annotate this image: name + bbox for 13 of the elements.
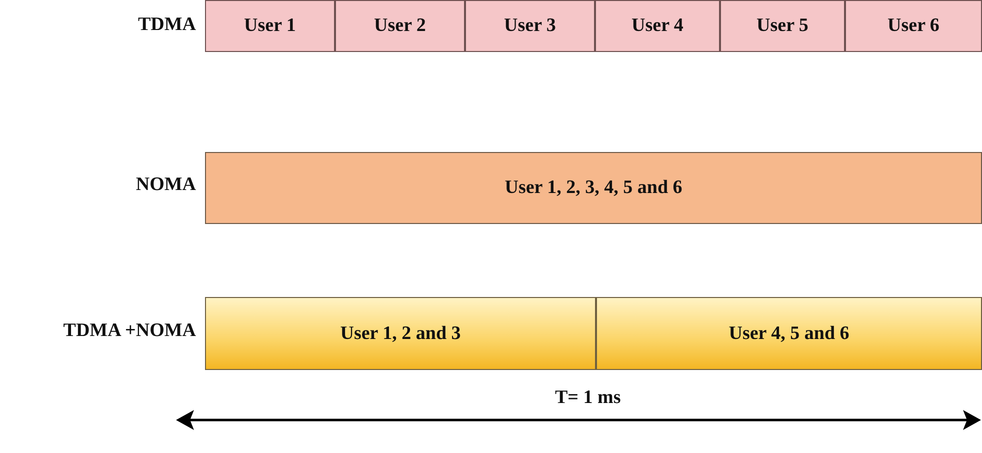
time-slot: User 2 xyxy=(335,0,465,52)
time-slot: User 1 xyxy=(205,0,335,52)
time-slot: User 6 xyxy=(845,0,982,52)
time-slot: User 1, 2, 3, 4, 5 and 6 xyxy=(205,152,982,224)
time-slot: User 3 xyxy=(465,0,595,52)
time-slot: User 1, 2 and 3 xyxy=(205,297,596,370)
time-slot: User 4, 5 and 6 xyxy=(596,297,982,370)
row-label: TDMA +NOMA xyxy=(63,320,196,342)
row-label: NOMA xyxy=(136,174,196,196)
row-label: TDMA xyxy=(138,14,196,36)
time-slot: User 4 xyxy=(595,0,720,52)
duration-label: T= 1 ms xyxy=(555,387,621,409)
time-slot: User 5 xyxy=(720,0,845,52)
